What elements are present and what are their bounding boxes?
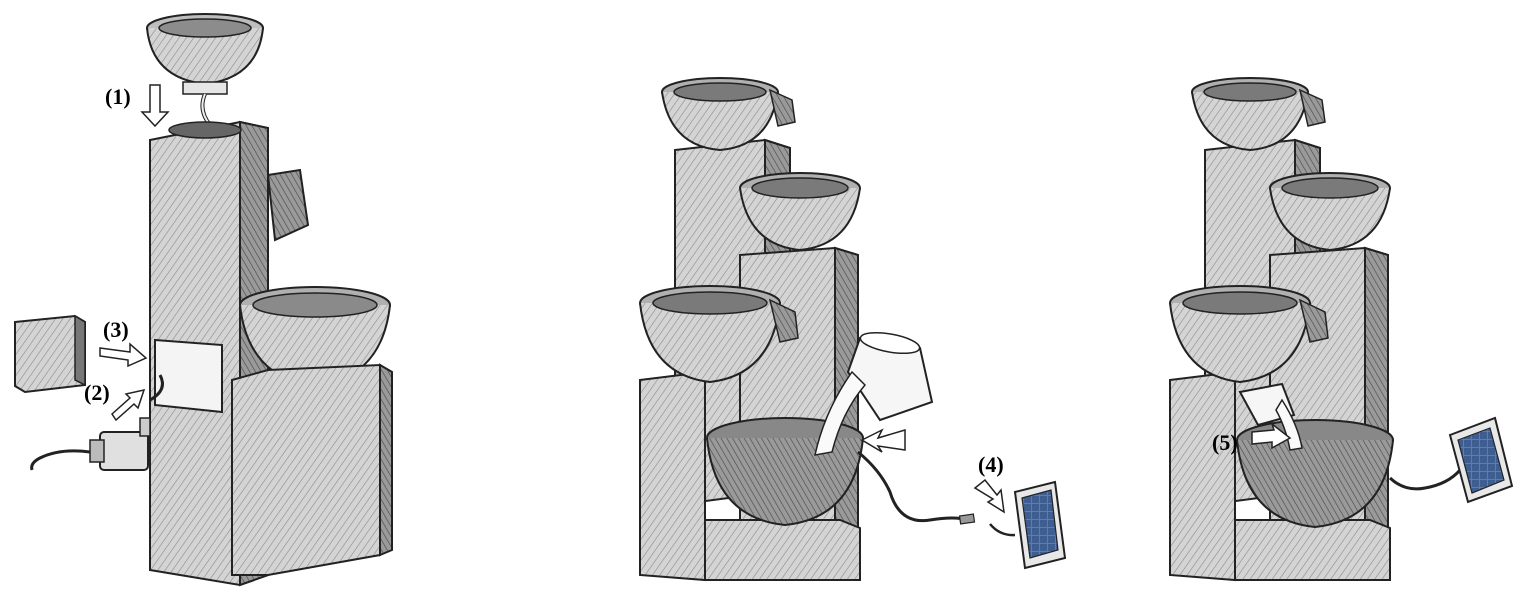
- solar-panel-3: [1450, 418, 1512, 502]
- panel-3-top-up: (5): [1170, 78, 1512, 580]
- base-block: [232, 365, 392, 575]
- arrow-3: [100, 344, 146, 366]
- top-bowl-2: [662, 78, 795, 150]
- arrow-1: [142, 85, 168, 126]
- step-label-1: (1): [105, 84, 131, 109]
- panel-2-filling: (4): [640, 78, 1065, 580]
- arrow-2: [112, 390, 144, 420]
- arrow-4: [975, 480, 1004, 512]
- pump: [32, 418, 150, 470]
- panel-1-exploded-view: (1) (3) (2): [15, 14, 392, 585]
- top-bowl-3: [1192, 78, 1325, 150]
- step-label-4: (4): [978, 452, 1004, 477]
- pump-cable-2: [858, 452, 968, 521]
- step-label-5: (5): [1212, 430, 1238, 455]
- cover-plate: [15, 316, 85, 392]
- pump-cable-3: [1390, 470, 1460, 489]
- step-label-3: (3): [103, 317, 129, 342]
- top-bowl: [147, 14, 263, 140]
- arrow-fill: [862, 430, 905, 452]
- step-label-2: (2): [84, 380, 110, 405]
- upper-spout: [268, 170, 308, 240]
